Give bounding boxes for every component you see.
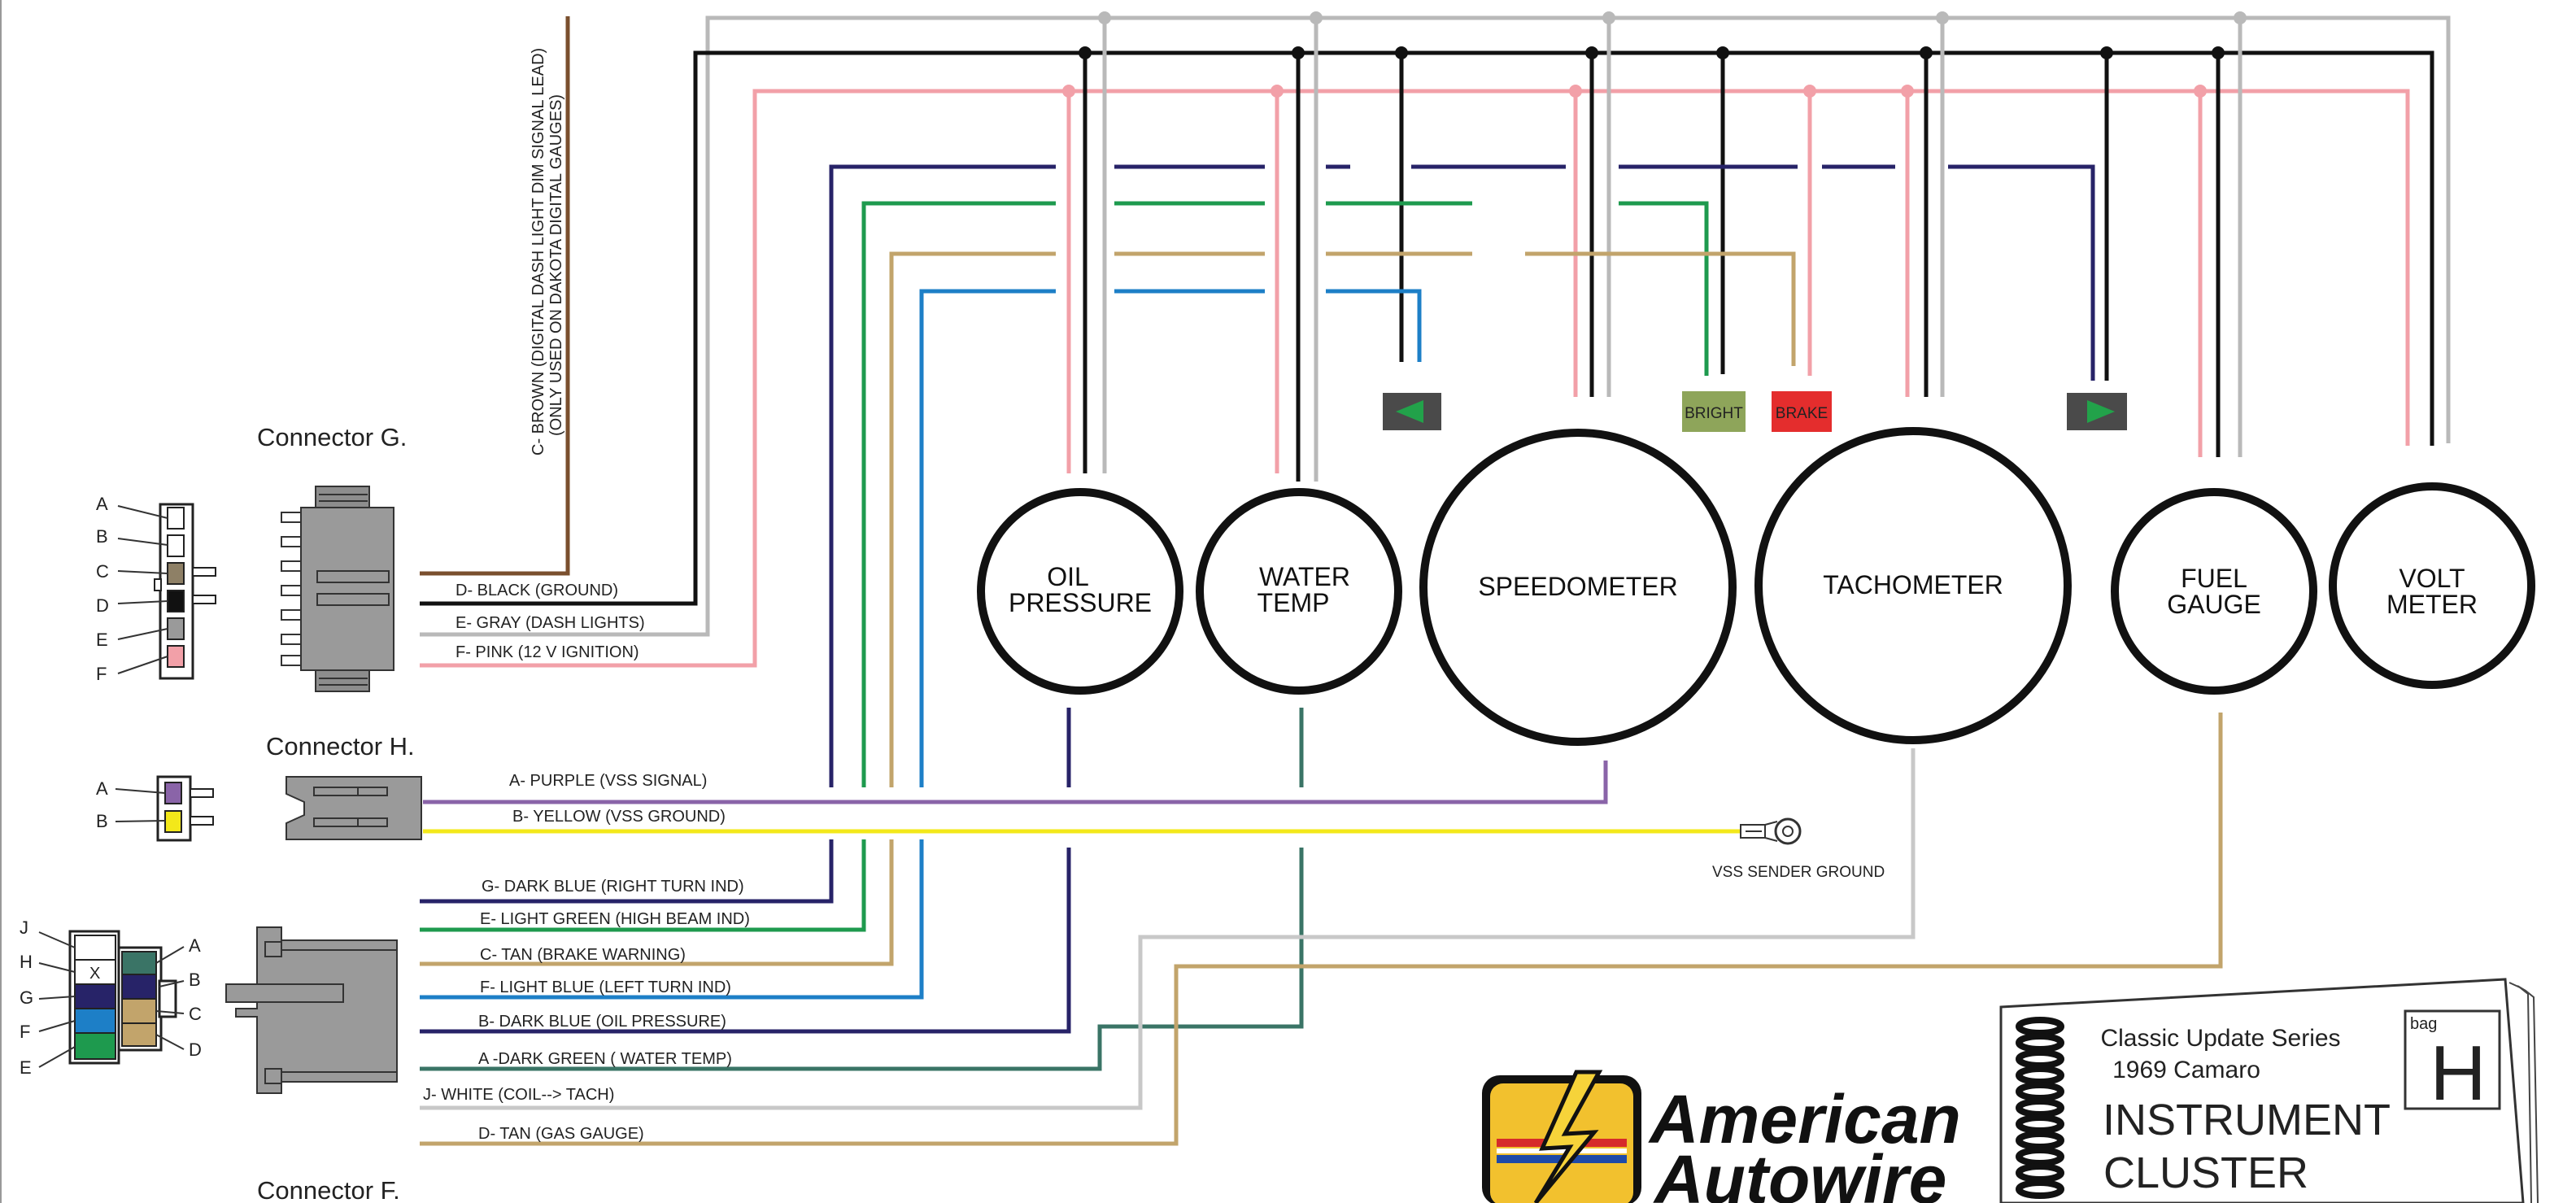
left-turn-indicator	[1383, 393, 1441, 430]
fuel-gauge-label-1: FUEL	[2181, 564, 2247, 593]
water-gauge-label-2: TEMP	[1257, 588, 1330, 617]
connector-f-pin-g: G	[20, 987, 33, 1008]
gauge-labels: OIL PRESSURE WATER TEMP SPEEDOMETER TACH…	[1009, 562, 2478, 619]
pink-bus-wire	[420, 89, 2410, 668]
water-temp-gauge	[1196, 488, 1402, 695]
connector-f-pin-c: C	[189, 1004, 202, 1024]
connector-h-title: Connector H.	[266, 732, 415, 761]
wire-label-dark-blue-oil-pressure: B- DARK BLUE (OIL PRESSURE)	[478, 1013, 726, 1031]
speedometer-gauge	[1419, 429, 1737, 746]
vss-ring-terminal	[1740, 817, 1802, 845]
connector-h-pin-b: B	[96, 811, 108, 831]
connector-g-pin-c: C	[96, 561, 109, 582]
oil-gauge-label-2: PRESSURE	[1009, 588, 1152, 617]
light-green-high-beam-wire	[420, 839, 866, 932]
wire-label-pink-ignition: F- PINK (12 V IGNITION)	[455, 643, 639, 661]
brown-lead-wire	[420, 16, 570, 576]
connector-g-title: Connector G.	[257, 423, 407, 451]
tan-gas-gauge-wire	[420, 713, 2223, 1146]
connector-h-pin-a: A	[96, 778, 108, 799]
connector-f-pin-b: B	[189, 970, 201, 990]
connector-g-body	[281, 486, 394, 692]
fuel-gauge	[2111, 488, 2317, 695]
wire-label-yellow-vss-ground: B- YELLOW (VSS GROUND)	[512, 808, 726, 826]
connector-h-harness	[423, 761, 1741, 834]
brake-indicator-label: BRAKE	[1776, 405, 1828, 422]
bright-indicator: BRIGHT	[1682, 391, 1746, 432]
wire-label-light-blue-left-turn: F- LIGHT BLUE (LEFT TURN IND)	[480, 979, 731, 996]
connector-f-pin-f: F	[20, 1022, 30, 1042]
connector-f-pin-a: A	[189, 935, 201, 956]
connector-f-pin-h: H	[20, 952, 33, 972]
wire-label-dark-blue-right-turn: G- DARK BLUE (RIGHT TURN IND)	[482, 878, 744, 896]
volt-meter-label-2: METER	[2386, 590, 2478, 619]
wire-label-light-green-high-beam: E- LIGHT GREEN (HIGH BEAM IND)	[480, 910, 750, 928]
dark-blue-oil-pressure-wire	[420, 708, 1071, 1034]
brown-lead-label-1: C- BROWN (DIGITAL DASH LIGHT DIM SIGNAL …	[530, 48, 547, 455]
connector-f-harness	[420, 164, 2223, 1146]
booklet-bag-label: bag	[2410, 1015, 2437, 1033]
tan-brake-warning-wire	[420, 839, 894, 966]
wire-label-purple-vss-signal: A- PURPLE (VSS SIGNAL)	[509, 772, 707, 790]
volt-meter-gauge	[2329, 482, 2535, 689]
connector-f-pin-e: E	[20, 1057, 32, 1078]
brake-indicator: BRAKE	[1772, 391, 1832, 432]
connector-g-pin-b: B	[96, 526, 108, 547]
top-buses	[420, 15, 2451, 668]
wire-label-tan-brake-warning: C- TAN (BRAKE WARNING)	[480, 946, 686, 964]
connector-h-pin-diagram: A B	[96, 775, 214, 842]
white-coil-tach-wire	[420, 748, 1916, 1110]
right-arrow-icon	[2087, 400, 2115, 423]
oil-gauge-label-1: OIL	[1047, 562, 1089, 591]
light-blue-left-turn-wire	[420, 839, 924, 1000]
connector-f-title: Connector F.	[257, 1176, 400, 1203]
connector-h-body	[285, 776, 422, 840]
oil-pressure-gauge	[977, 488, 1183, 695]
wire-label-black-ground: D- BLACK (GROUND)	[455, 582, 618, 599]
brown-lead-label-2: (ONLY USED ON DAKOTA DIGITAL GAUGES)	[547, 94, 565, 436]
volt-meter-label-1: VOLT	[2399, 564, 2465, 593]
dark-blue-right-turn-wire	[420, 839, 834, 904]
instruction-booklet: Classic Update Series 1969 Camaro INSTRU…	[1999, 978, 2539, 1203]
bright-indicator-label: BRIGHT	[1685, 405, 1743, 422]
booklet-model: 1969 Camaro	[2112, 1057, 2260, 1083]
connector-g-pin-diagram: A B C D E F	[96, 494, 216, 684]
connector-g-pin-f: F	[96, 664, 107, 684]
right-turn-indicator	[2067, 393, 2127, 430]
connector-f-pin-d: D	[189, 1040, 202, 1060]
water-gauge-label-1: WATER	[1259, 562, 1350, 591]
vss-sender-ground-label: VSS SENDER GROUND	[1712, 864, 1885, 881]
connector-f-pin-diagram: X J H G F E A B C D	[20, 918, 202, 1078]
lightning-bolt-icon	[1533, 1070, 1603, 1203]
gray-bus-wire	[420, 15, 2451, 637]
connector-f-pin-j: J	[20, 918, 28, 938]
booklet-series: Classic Update Series	[2100, 1025, 2340, 1052]
spiral-binding	[2016, 1017, 2064, 1199]
wire-label-tan-gas-gauge: D- TAN (GAS GAUGE)	[478, 1125, 644, 1143]
purple-vss-signal-wire	[423, 761, 1608, 804]
brand-name-line2: Autowire	[1653, 1141, 1946, 1203]
booklet-bag-letter: H	[2430, 1030, 2486, 1117]
left-arrow-icon	[1396, 400, 1423, 423]
booklet-title-line1: INSTRUMENT	[2103, 1096, 2391, 1144]
american-autowire-logo: American Autowire	[1482, 1070, 1961, 1203]
brand-name-line1: American	[1648, 1081, 1961, 1157]
speedometer-label: SPEEDOMETER	[1478, 572, 1677, 601]
tachometer-gauge	[1754, 427, 2072, 744]
tachometer-label: TACHOMETER	[1823, 570, 2003, 599]
gauges	[977, 427, 2535, 746]
wire-label-gray-dash-lights: E- GRAY (DASH LIGHTS)	[455, 614, 645, 632]
connector-g-pin-d: D	[96, 595, 109, 616]
fuel-gauge-label-2: GAUGE	[2167, 590, 2261, 619]
connector-f-x-mark: X	[89, 965, 100, 983]
black-bus-wire	[420, 50, 2434, 606]
booklet-title-line2: CLUSTER	[2103, 1149, 2308, 1197]
wire-label-white-coil-tach: J- WHITE (COIL--> TACH)	[423, 1086, 614, 1104]
wire-label-dark-green-water-temp: A -DARK GREEN ( WATER TEMP)	[478, 1050, 732, 1068]
connector-g-pin-e: E	[96, 630, 108, 650]
connector-g-pin-a: A	[96, 494, 108, 514]
junction-dots	[1062, 11, 2247, 98]
connector-f-body	[225, 926, 398, 1094]
